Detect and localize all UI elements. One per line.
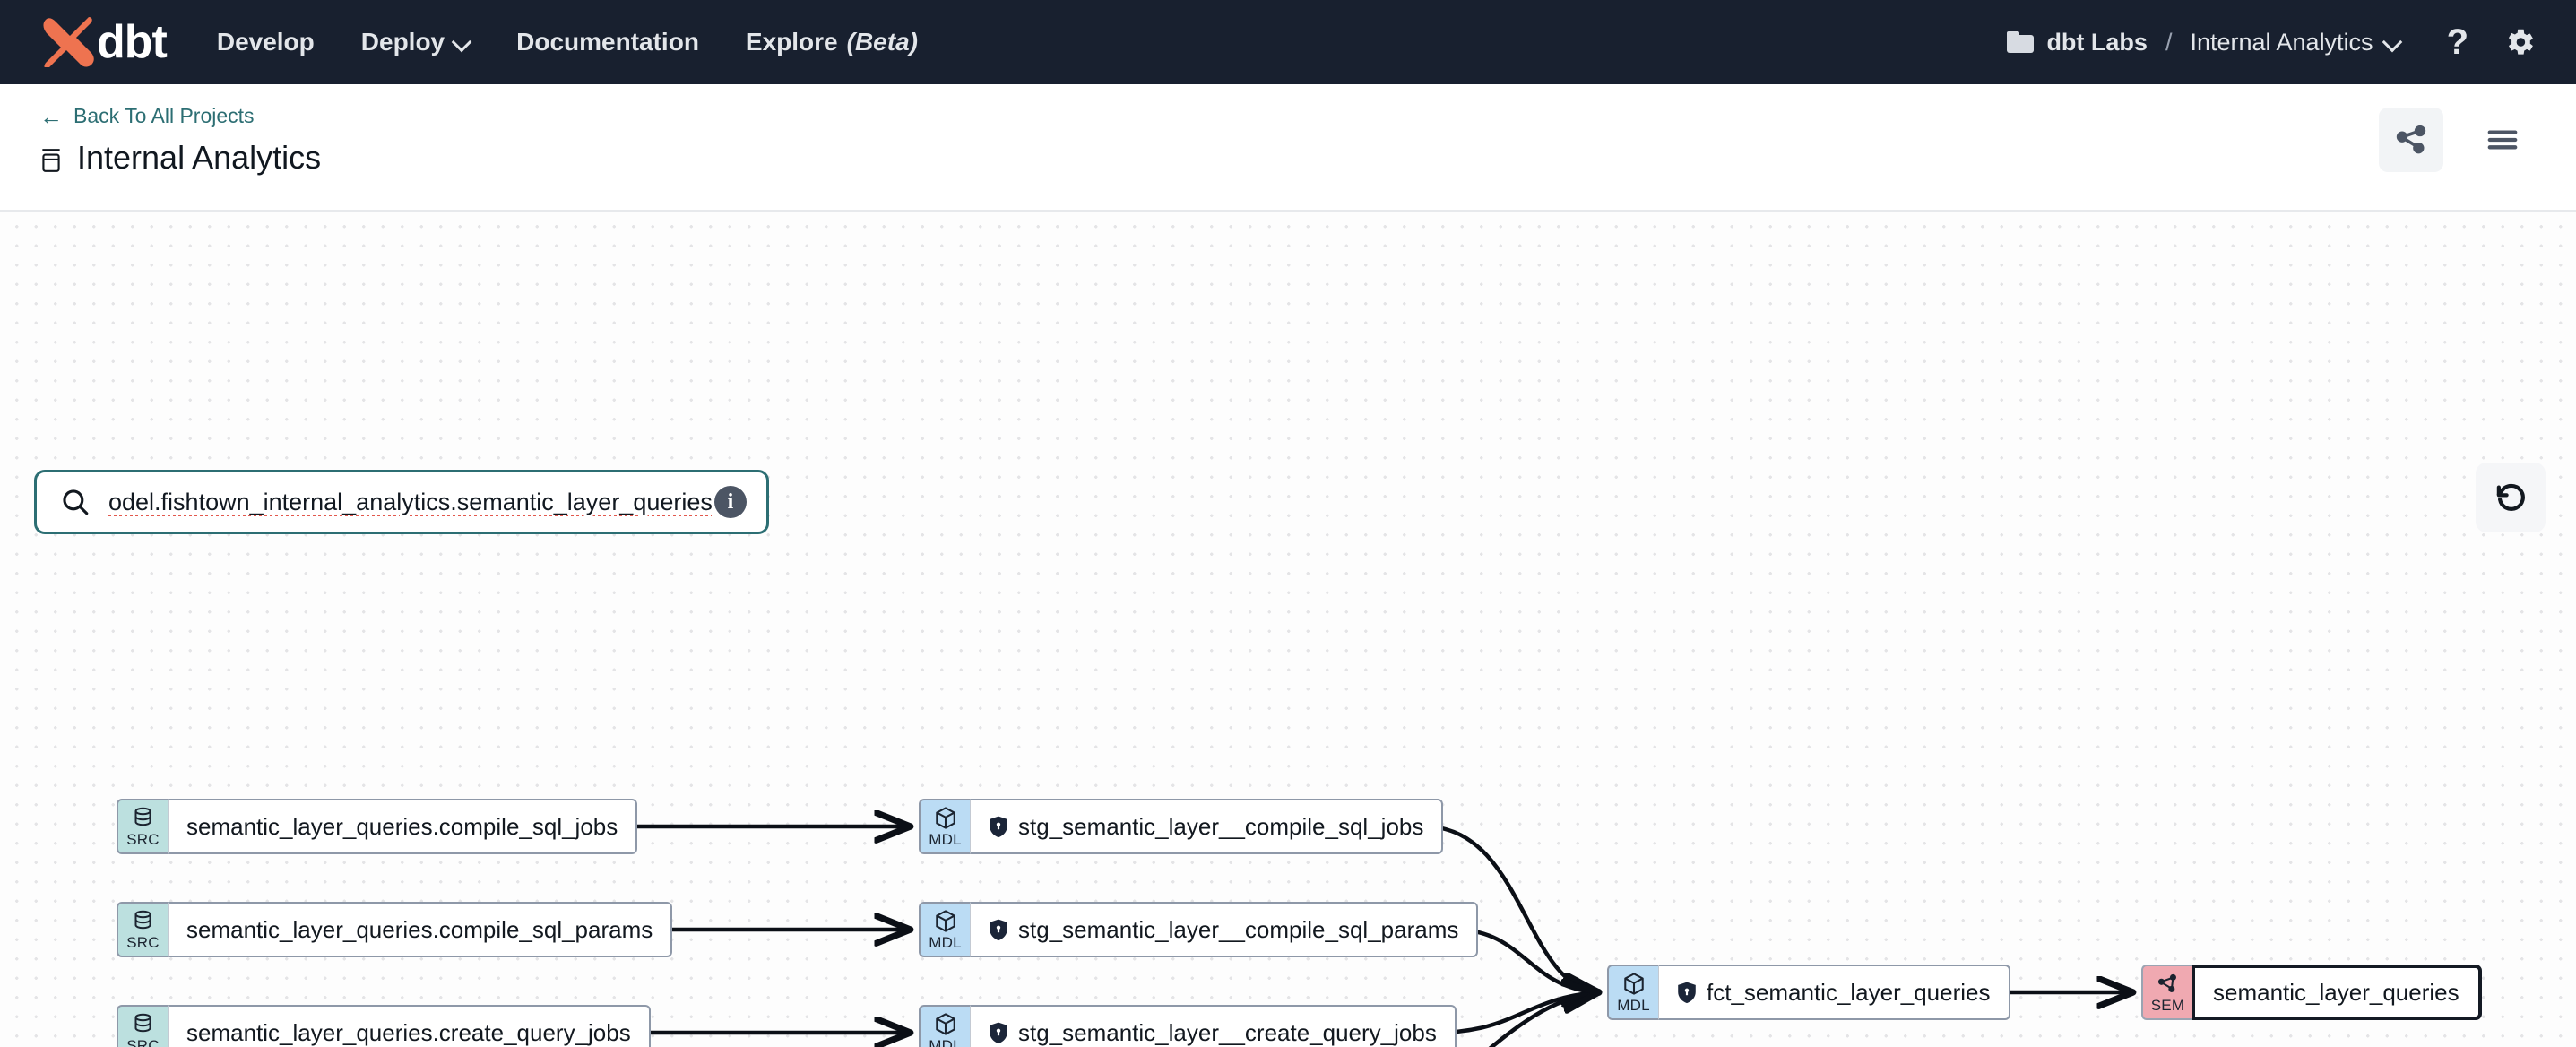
shield-lock-icon: [989, 919, 1008, 941]
nav-badge-beta: (Beta): [846, 28, 918, 56]
breadcrumb-project[interactable]: Internal Analytics: [2190, 29, 2399, 56]
list-menu-icon: [2487, 130, 2518, 150]
shield-lock-icon: [989, 1022, 1008, 1044]
node-body: semantic_layer_queries.create_query_jobs: [168, 1005, 651, 1047]
lineage-node-mdl[interactable]: MDL stg_semantic_layer__create_query_job…: [919, 1005, 1457, 1047]
node-type-label: SRC: [126, 1036, 160, 1047]
view-switcher: [2379, 108, 2537, 172]
node-body: stg_semantic_layer__compile_sql_jobs: [970, 799, 1444, 854]
lineage-node-src[interactable]: SRC semantic_layer_queries.compile_sql_p…: [117, 902, 673, 957]
node-label: stg_semantic_layer__compile_sql_jobs: [1018, 812, 1424, 840]
page-title: Internal Analytics: [39, 139, 321, 177]
lineage-view-button[interactable]: [2379, 108, 2443, 172]
node-type-label: SRC: [126, 830, 160, 848]
chevron-down-icon: [454, 34, 470, 50]
database-cylinder-icon: [132, 910, 154, 933]
node-body: semantic_layer_queries.compile_sql_param…: [168, 902, 673, 957]
info-icon[interactable]: i: [714, 486, 747, 518]
node-type-badge-mdl: MDL: [919, 1005, 970, 1047]
node-label: stg_semantic_layer__create_query_jobs: [1018, 1018, 1437, 1046]
lineage-node-mdl[interactable]: MDL stg_semantic_layer__compile_sql_para…: [919, 902, 1479, 957]
nav-right-cluster: dbt Labs / Internal Analytics ?: [2007, 24, 2537, 60]
node-type-badge-mdl: MDL: [919, 799, 970, 854]
help-icon[interactable]: ?: [2446, 22, 2468, 62]
node-type-label: SRC: [126, 933, 160, 951]
node-type-badge-src: SRC: [117, 902, 168, 957]
lineage-node-src[interactable]: SRC semantic_layer_queries.create_query_…: [117, 1005, 651, 1047]
node-label: semantic_layer_queries: [2213, 978, 2459, 1006]
breadcrumb-org-label: dbt Labs: [2046, 28, 2148, 56]
nav-label-explore: Explore: [745, 28, 838, 56]
nav-label-develop: Develop: [216, 28, 315, 56]
node-body: fct_semantic_layer_queries: [1658, 965, 2010, 1020]
node-label: semantic_layer_queries.compile_sql_param…: [186, 915, 653, 943]
nav-item-develop[interactable]: Develop: [217, 28, 315, 56]
node-label: semantic_layer_queries.create_query_jobs: [186, 1018, 631, 1046]
node-type-badge-src: SRC: [117, 1005, 168, 1047]
lineage-canvas[interactable]: odel.fishtown_internal_analytics.semanti…: [0, 212, 2576, 1047]
node-type-label: SEM: [2150, 996, 2185, 1014]
node-type-badge-mdl: MDL: [1607, 965, 1658, 1020]
reset-rotate-left-icon: [2496, 483, 2525, 511]
dbt-x-icon: [43, 17, 94, 67]
primary-nav-links: Develop Deploy Documentation Explore (Be…: [217, 28, 918, 56]
breadcrumb-separator: /: [2165, 28, 2173, 56]
nav-item-explore[interactable]: Explore (Beta): [746, 28, 918, 56]
node-label: stg_semantic_layer__compile_sql_params: [1018, 915, 1459, 943]
back-link-label: Back To All Projects: [73, 104, 255, 127]
cube-icon: [1622, 973, 1646, 996]
nav-item-documentation[interactable]: Documentation: [516, 28, 699, 56]
project-sub-header: ← Back To All Projects Internal Analytic…: [0, 84, 2576, 212]
node-label: semantic_layer_queries.compile_sql_jobs: [186, 812, 618, 840]
lineage-node-sem-selected[interactable]: SEM semantic_layer_queries: [2141, 965, 2482, 1020]
sub-header-left: ← Back To All Projects Internal Analytic…: [39, 104, 321, 210]
node-type-label: MDL: [929, 1036, 962, 1047]
chevron-down-icon: [2384, 34, 2400, 50]
top-navigation-bar: dbt Develop Deploy Documentation Explore…: [0, 0, 2576, 84]
breadcrumb-project-label: Internal Analytics: [2190, 28, 2373, 56]
reset-graph-button[interactable]: [2476, 463, 2546, 532]
node-body: stg_semantic_layer__create_query_jobs: [970, 1005, 1457, 1047]
lineage-graph-icon: [2396, 125, 2426, 154]
node-type-badge-src: SRC: [117, 799, 168, 854]
search-input-wrapper[interactable]: odel.fishtown_internal_analytics.semanti…: [34, 470, 769, 534]
breadcrumb-org[interactable]: dbt Labs: [2007, 29, 2148, 56]
database-cylinder-icon: [132, 1013, 154, 1036]
breadcrumb: dbt Labs / Internal Analytics: [2007, 29, 2399, 56]
node-type-badge-mdl: MDL: [919, 902, 970, 957]
folder-icon: [2007, 31, 2035, 53]
list-view-button[interactable]: [2470, 108, 2535, 172]
nav-label-documentation: Documentation: [516, 28, 699, 56]
database-cylinder-icon: [132, 807, 154, 830]
search-icon: [63, 489, 89, 515]
database-icon: [39, 144, 63, 172]
shield-lock-icon: [989, 816, 1008, 838]
node-type-badge-sem: SEM: [2141, 965, 2192, 1020]
search-input[interactable]: odel.fishtown_internal_analytics.semanti…: [108, 488, 713, 515]
cube-icon: [934, 910, 957, 933]
gear-icon[interactable]: [2503, 25, 2537, 59]
lineage-node-src[interactable]: SRC semantic_layer_queries.compile_sql_j…: [117, 799, 638, 854]
shield-lock-icon: [1677, 982, 1697, 1004]
lineage-node-mdl[interactable]: MDL stg_semantic_layer__compile_sql_jobs: [919, 799, 1444, 854]
lineage-node-fct[interactable]: MDL fct_semantic_layer_queries: [1607, 965, 2010, 1020]
cube-icon: [934, 1013, 957, 1036]
dbt-logo-text: dbt: [97, 16, 168, 68]
lineage-edges: [622, 212, 2576, 1047]
page-title-text: Internal Analytics: [77, 139, 322, 176]
node-type-label: MDL: [929, 933, 962, 951]
cube-icon: [934, 807, 957, 830]
dbt-logo[interactable]: dbt: [39, 16, 168, 68]
back-to-all-projects-link[interactable]: ← Back To All Projects: [39, 104, 321, 128]
nav-label-deploy: Deploy: [360, 28, 445, 56]
node-body: stg_semantic_layer__compile_sql_params: [970, 902, 1479, 957]
semantic-graph-icon: [2156, 973, 2180, 996]
node-body: semantic_layer_queries.compile_sql_jobs: [168, 799, 638, 854]
arrow-left-icon: ←: [39, 102, 63, 130]
node-type-label: MDL: [929, 830, 962, 848]
node-type-label: MDL: [1617, 996, 1650, 1014]
nav-item-deploy[interactable]: Deploy: [361, 28, 470, 56]
node-label: fct_semantic_layer_queries: [1707, 978, 1991, 1006]
node-body: semantic_layer_queries: [2192, 965, 2482, 1020]
